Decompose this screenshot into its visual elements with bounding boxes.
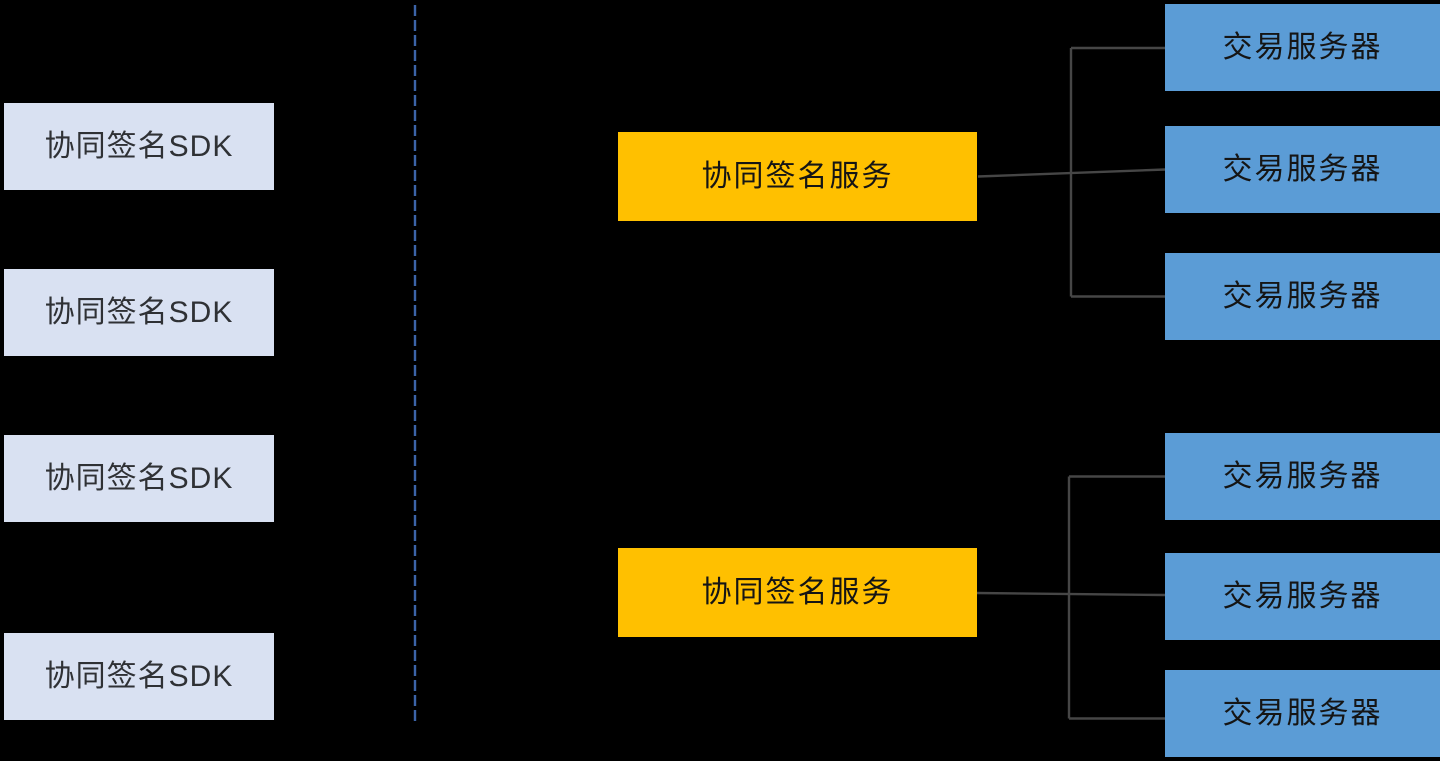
sdk-node-4: 协同签名SDK [4,633,274,720]
sdk-node-2: 协同签名SDK [4,269,274,356]
server-node-3: 交易服务器 [1165,253,1440,340]
server-node-6: 交易服务器 [1165,670,1440,757]
service-node-1: 协同签名服务 [618,132,977,221]
connector-top-service-to-server-2 [977,168,1166,178]
server-node-5: 交易服务器 [1165,553,1440,640]
server-node-2: 交易服务器 [1165,126,1440,213]
server-node-1: 交易服务器 [1165,4,1440,91]
server-node-4: 交易服务器 [1165,433,1440,520]
connector-bottom-service-to-server-5 [975,591,1166,597]
sdk-node-3: 协同签名SDK [4,435,274,522]
sdk-node-1: 协同签名SDK [4,103,274,190]
service-node-2: 协同签名服务 [618,548,977,637]
